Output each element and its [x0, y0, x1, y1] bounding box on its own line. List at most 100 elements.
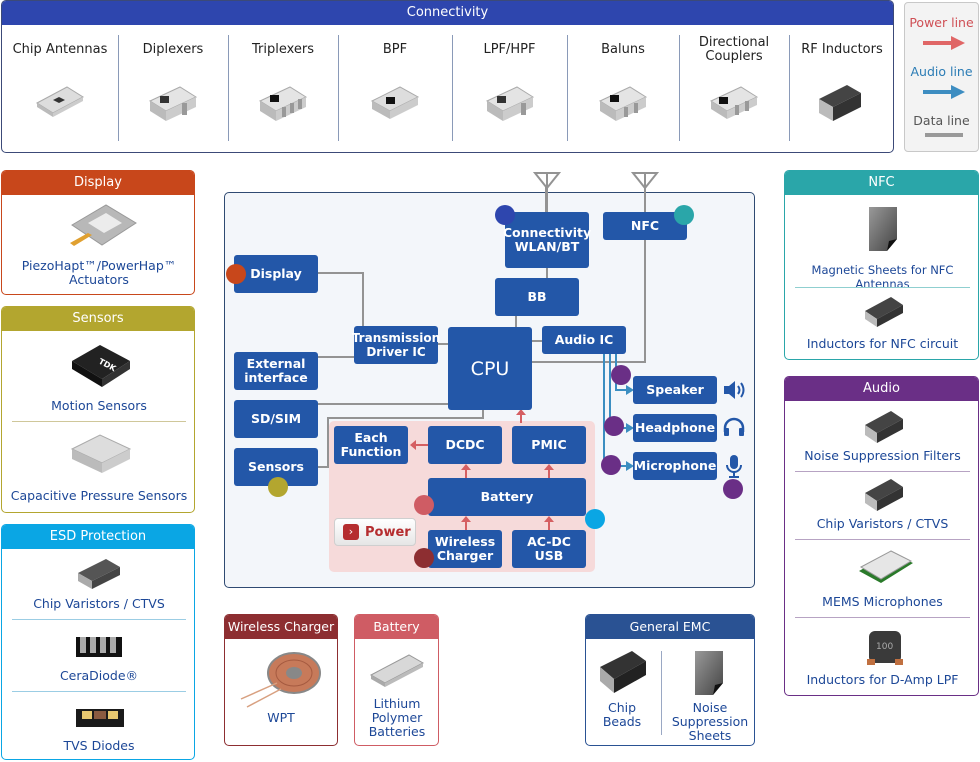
- mic-audio-marker-dot: [723, 479, 743, 499]
- display-marker-dot: [226, 264, 246, 284]
- block-nfc[interactable]: NFC: [603, 212, 687, 240]
- connectivity-item[interactable]: LPF/HPF: [452, 35, 567, 141]
- data-line: [318, 272, 364, 274]
- audio-chip-varistors-link[interactable]: Chip Varistors / CTVS: [816, 516, 949, 531]
- block-speaker[interactable]: Speaker: [633, 376, 717, 404]
- block-each-function[interactable]: Each Function: [334, 426, 408, 464]
- nfc-panel-title: NFC: [785, 171, 978, 195]
- connectivity-separator: [567, 35, 568, 141]
- headphone-icon: [723, 417, 745, 436]
- connectivity-item-label: Triplexers: [251, 42, 315, 57]
- wpt-link[interactable]: WPT: [267, 710, 295, 725]
- data-line: [327, 417, 483, 419]
- nfc-inductors-link[interactable]: Inductors for NFC circuit: [806, 336, 959, 351]
- connectivity-item[interactable]: RF Inductors: [789, 35, 893, 141]
- block-pmic[interactable]: PMIC: [512, 426, 586, 464]
- block-wireless-charger[interactable]: Wireless Charger: [428, 530, 502, 568]
- connectivity-title: Connectivity: [2, 1, 893, 25]
- nfc-panel: NFC Magnetic Sheets for NFC Antennas Ind…: [784, 170, 979, 360]
- power-button-label: Power: [365, 524, 411, 540]
- data-line: [327, 417, 329, 468]
- audio-line: [615, 389, 628, 391]
- ceradiode-icon: [76, 637, 122, 657]
- block-display[interactable]: Display: [234, 255, 318, 293]
- audio-arrowhead: [626, 385, 634, 395]
- tvs-diodes-link[interactable]: TVS Diodes: [63, 738, 135, 753]
- connectivity-item[interactable]: Baluns: [567, 35, 679, 141]
- connectivity-item-label: Directional Couplers: [698, 35, 770, 64]
- esd-separator-2: [12, 691, 186, 692]
- chip-beads-link[interactable]: Chip Beads: [602, 700, 642, 729]
- connectivity-item-label: Diplexers: [142, 42, 204, 57]
- block-bb[interactable]: BB: [495, 278, 579, 316]
- esd-marker-dot: [585, 509, 605, 529]
- connectivity-item[interactable]: Directional Couplers: [679, 35, 789, 141]
- component-chip-icon: [679, 83, 789, 129]
- connectivity-item[interactable]: Diplexers: [118, 35, 228, 141]
- battery-panel-title: Battery: [355, 615, 438, 639]
- connectivity-item[interactable]: Triplexers: [228, 35, 338, 141]
- motion-sensors-link[interactable]: Motion Sensors: [51, 398, 147, 413]
- component-chip-icon: [228, 83, 338, 129]
- chip-bead-icon: [600, 651, 646, 693]
- block-battery[interactable]: Battery: [428, 478, 586, 516]
- component-chip-icon: [452, 83, 567, 129]
- connectivity-separator: [118, 35, 119, 141]
- data-line: [438, 343, 448, 345]
- component-chip-icon: [567, 83, 679, 129]
- lipo-batteries-link[interactable]: Lithium Polymer Batteries: [368, 696, 426, 739]
- block-external-interface[interactable]: External interface: [234, 352, 318, 390]
- block-connectivity[interactable]: Connectivity WLAN/BT: [503, 212, 591, 268]
- legend: Power line Audio line Data line: [904, 2, 979, 152]
- block-headphone[interactable]: Headphone: [633, 414, 717, 442]
- block-cpu[interactable]: CPU: [448, 327, 532, 410]
- data-line: [644, 186, 646, 212]
- legend-power-label: Power line: [909, 15, 974, 30]
- audio-varistor-icon: [865, 479, 903, 511]
- ceradiode-link[interactable]: CeraDiode®: [59, 668, 139, 683]
- noise-sheets-link[interactable]: Noise Suppression Sheets: [671, 700, 749, 743]
- capacitive-pressure-link[interactable]: Capacitive Pressure Sensors: [10, 488, 188, 503]
- connectivity-marker-dot: [495, 205, 515, 225]
- audio-separator-1: [795, 471, 970, 472]
- data-line: [644, 240, 646, 362]
- audio-line: [609, 353, 611, 428]
- sensors-marker-dot: [268, 477, 288, 497]
- block-acdc-usb[interactable]: AC-DC USB: [512, 530, 586, 568]
- noise-suppression-filters-link[interactable]: Noise Suppression Filters: [804, 448, 961, 463]
- block-audio-ic[interactable]: Audio IC: [542, 326, 626, 354]
- mems-microphone-icon: [859, 550, 913, 583]
- audio-separator-2: [795, 539, 970, 540]
- noise-sheet-icon: [695, 651, 723, 695]
- headphone-marker-dot: [604, 416, 624, 436]
- svg-text:100: 100: [876, 642, 893, 652]
- data-line: [546, 268, 548, 279]
- block-transmission-driver[interactable]: Transmission Driver IC: [352, 326, 440, 364]
- lipo-battery-icon: [369, 654, 425, 687]
- connectivity-item[interactable]: Chip Antennas: [2, 35, 118, 141]
- connectivity-separator: [228, 35, 229, 141]
- block-sd-sim[interactable]: SD/SIM: [234, 400, 318, 438]
- battery-panel: Battery Lithium Polymer Batteries: [354, 614, 439, 746]
- data-line: [532, 361, 646, 363]
- tvs-diode-icon: [76, 709, 124, 727]
- sensors-separator: [12, 421, 186, 422]
- battery-marker-dot: [414, 495, 434, 515]
- connectivity-panel: Connectivity Chip Antennas Diplexers Tripl…: [1, 0, 894, 153]
- esd-chip-varistors-link[interactable]: Chip Varistors / CTVS: [33, 596, 165, 611]
- block-microphone[interactable]: Microphone: [633, 452, 717, 480]
- speaker-marker-dot: [611, 365, 631, 385]
- mems-microphones-link[interactable]: MEMS Microphones: [822, 594, 943, 609]
- component-chip-icon: [789, 83, 893, 129]
- damp-inductors-link[interactable]: Inductors for D-Amp LPF: [806, 672, 959, 687]
- nfc-marker-dot: [674, 205, 694, 225]
- block-dcdc[interactable]: DCDC: [428, 426, 502, 464]
- data-line: [515, 315, 517, 327]
- data-line: [532, 340, 544, 342]
- power-button[interactable]: › Power: [334, 518, 416, 546]
- connectivity-item[interactable]: BPF: [338, 35, 452, 141]
- audio-arrow-icon: [923, 85, 965, 99]
- speaker-icon: [724, 381, 745, 399]
- piezohapt-link[interactable]: PiezoHapt™/PowerHap™ Actuators: [21, 258, 177, 287]
- audio-line: [603, 353, 605, 466]
